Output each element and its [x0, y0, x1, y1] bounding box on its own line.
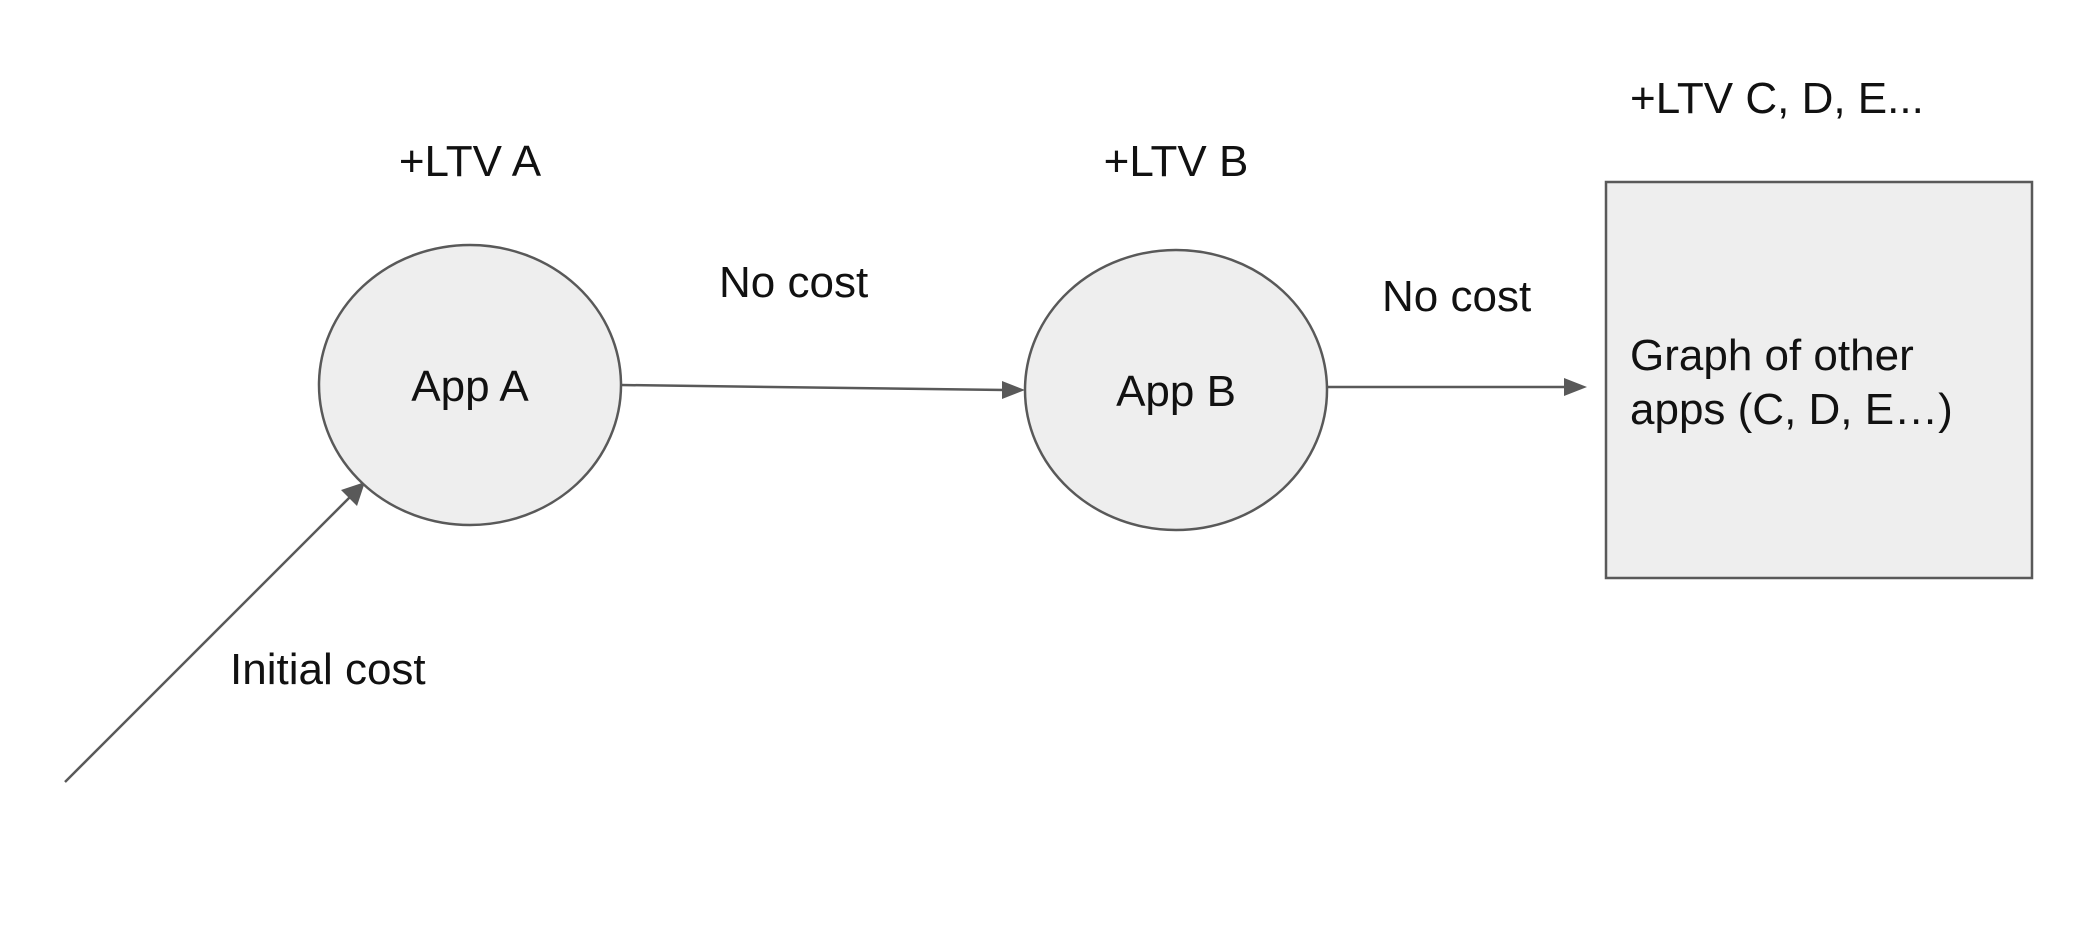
edge-initial-label: Initial cost [230, 645, 426, 694]
arrowhead-icon [1002, 381, 1025, 399]
edge-b-to-graph-label: No cost [1382, 272, 1531, 321]
edge-initial-cost [64, 482, 365, 783]
node-app-a: App A [317, 243, 623, 527]
node-graph-label-line1: Graph of other [1630, 331, 1914, 380]
ltv-a-label: +LTV A [399, 137, 542, 186]
edge-a-to-b-label: No cost [719, 258, 868, 307]
edge-a-to-b-line [620, 383, 1006, 392]
node-graph-label-line2: apps (C, D, E…) [1630, 385, 1953, 434]
arrowhead-icon [1564, 378, 1587, 396]
node-app-b-label: App B [1116, 367, 1236, 416]
node-app-a-label: App A [411, 362, 529, 411]
edge-a-to-b [620, 381, 1025, 399]
node-graph: Graph of other apps (C, D, E…) [1604, 180, 2034, 580]
node-app-a-ellipse [317, 243, 623, 527]
edge-b-to-graph [1328, 378, 1587, 396]
node-graph-box [1604, 180, 2034, 580]
node-app-b-ellipse [1023, 248, 1329, 532]
arrowhead-icon [341, 482, 365, 506]
ltv-b-label: +LTV B [1104, 137, 1249, 186]
edge-initial-line [64, 495, 352, 783]
node-app-b: App B [1023, 248, 1329, 532]
ltv-graph-label: +LTV C, D, E... [1630, 74, 1924, 123]
